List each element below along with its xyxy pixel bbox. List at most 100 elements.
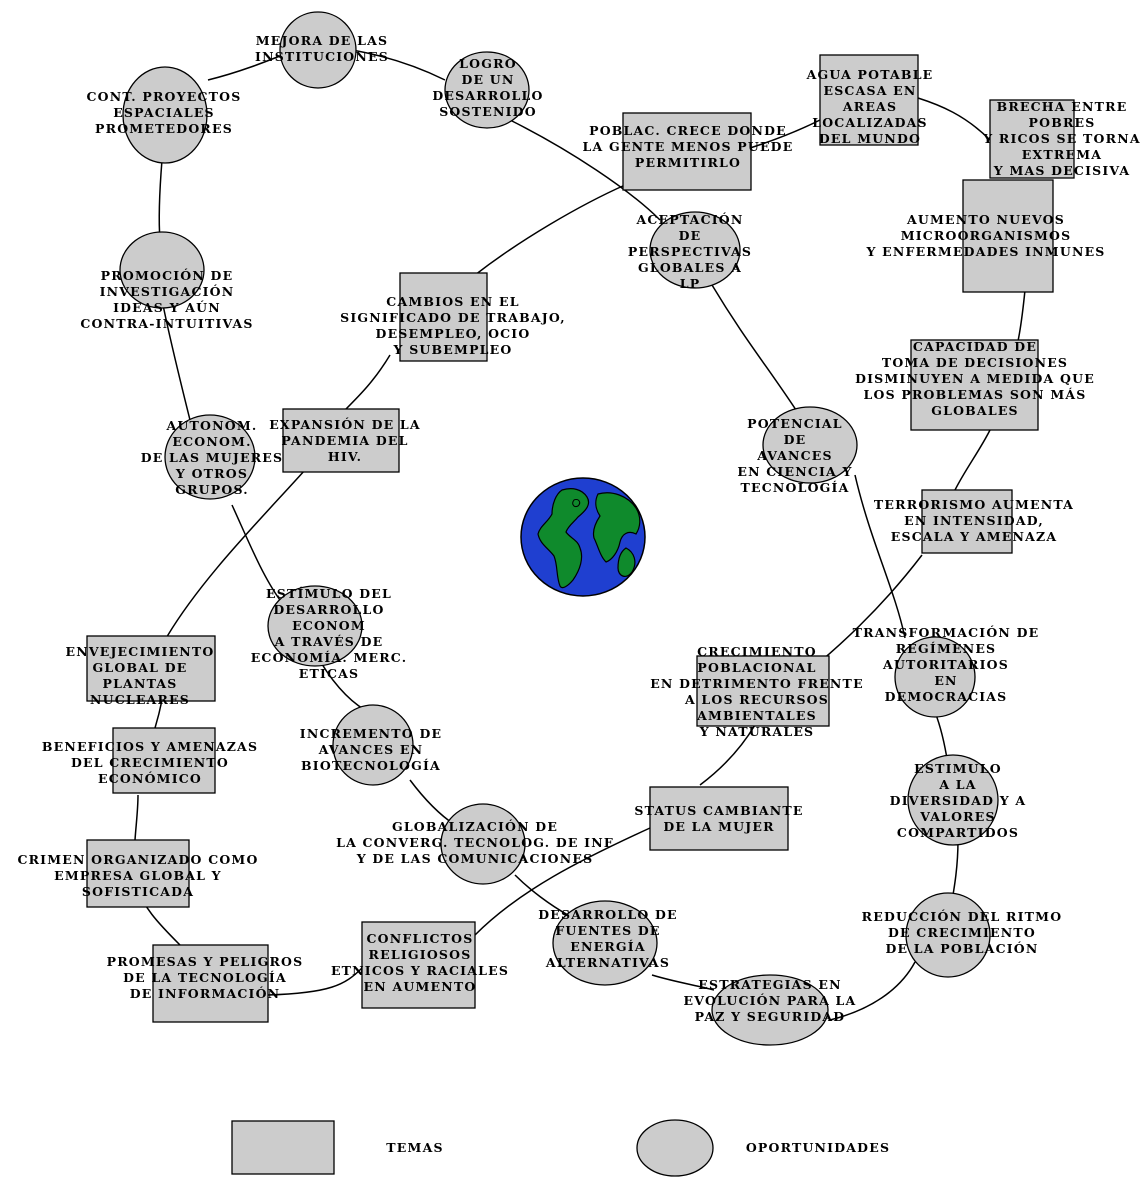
connector	[749, 119, 821, 149]
connector	[711, 284, 799, 414]
node-label-line: GRUPOS.	[175, 482, 249, 497]
node-label-line: AMBIENTALES	[696, 708, 817, 723]
node-label-line: DE LA MUJER	[663, 819, 774, 834]
node-label-line: ECONOM.	[172, 434, 251, 449]
node-label-line: A TRAVÉS DE	[274, 634, 384, 649]
node-label-line: DE	[784, 432, 807, 447]
node-label-line: GLOBALIZACIÓN DE	[392, 818, 558, 834]
node-label-line: FUENTES DE	[555, 923, 660, 938]
node-label-line: AREAS	[842, 99, 897, 114]
node-label-line: NUCLEARES	[90, 692, 190, 707]
node-label-line: DESARROLLO	[432, 88, 543, 103]
node-label-line: PROMETEDORES	[95, 121, 233, 136]
node-label-line: LP	[680, 276, 701, 291]
node-label-line: DE CRECIMIENTO	[888, 925, 1036, 940]
box-cambios	[399, 272, 488, 362]
connector	[161, 299, 191, 421]
legend-temas-label: TEMAS	[386, 1140, 443, 1155]
box-poblac	[622, 112, 752, 191]
node-label-line: PROMESAS Y PELIGROS	[107, 954, 304, 969]
node-label-line: BENEFICIOS Y AMENAZAS	[42, 739, 258, 754]
node-label-line: TECNOLOGÍA	[741, 480, 850, 495]
node-label-line: ETICAS	[299, 666, 360, 681]
node-label-line: DESARROLLO	[273, 602, 384, 617]
node-label-line: INVESTIGACIÓN	[100, 283, 235, 299]
box-expansion	[282, 408, 400, 473]
node-label-line: CAMBIOS EN EL	[386, 294, 519, 309]
connector	[158, 159, 163, 241]
connector	[231, 504, 281, 601]
oval-globalizacion	[440, 803, 526, 885]
node-label-line: TERRORISMO AUMENTA	[874, 497, 1074, 512]
connector	[509, 119, 661, 221]
node-label-line: POTENCIAL	[747, 416, 843, 431]
node-label-line: EXTREMA	[1022, 147, 1102, 162]
node-label-line: Y MAS DECISIVA	[993, 163, 1130, 178]
node-label-line: Y DE LAS COMUNICACIONES	[356, 851, 594, 866]
box-aumento	[962, 179, 1054, 293]
node-label-line: SOSTENIDO	[439, 104, 537, 119]
node-label-line: COMPARTIDOS	[897, 825, 1019, 840]
oval-autonom	[164, 414, 256, 500]
node-label-line: GLOBALES	[931, 403, 1019, 418]
node-label-line: REDUCCIÓN DEL RITMO	[862, 908, 1063, 924]
node-label-line: Y OTROS	[175, 466, 248, 481]
oval-mejora	[279, 11, 357, 89]
connector	[651, 974, 715, 991]
node-label-line: PANDEMIA DEL	[281, 433, 408, 448]
node-label-line: ACEPTACIÓN	[635, 211, 743, 227]
node-label-line: LA GENTE MENOS PUEDE	[583, 139, 794, 154]
node-label-line: ENERGÍA	[570, 939, 646, 954]
node-label-line: EXPANSIÓN DE LA	[269, 416, 421, 432]
node-label-line: INSTITUCIONES	[255, 49, 389, 64]
node-label-line: RELIGIOSOS	[369, 947, 472, 962]
node-label-line: AVANCES	[756, 448, 833, 463]
node-label-line: VALORES	[919, 809, 995, 824]
node-label-line: POBLACIONAL	[697, 660, 816, 675]
node-label-line: DESARROLLO DE	[538, 907, 678, 922]
connector	[474, 827, 651, 936]
box-status	[649, 786, 789, 851]
oval-potencial	[762, 406, 858, 484]
node-label-line: SOFISTICADA	[82, 884, 194, 899]
oval-desarrollo-fuentes	[552, 900, 658, 986]
node-label-line: LOS PROBLEMAS SON MÁS	[864, 387, 1087, 402]
node-label-line: LOGRO	[459, 56, 517, 71]
connector	[154, 699, 163, 729]
node-label-line: TOMA DE DECISIONES	[882, 355, 1068, 370]
node-label-line: DE LAS MUJERES	[141, 450, 284, 465]
node-label-line: STATUS CAMBIANTE	[634, 803, 803, 818]
node-label-line: Y ENFERMEDADES INMUNES	[865, 244, 1105, 259]
box-envejecimiento	[86, 635, 216, 702]
node-label-line: EN INTENSIDAD,	[904, 513, 1044, 528]
node-label-line: MICROORGANISMOS	[901, 228, 1072, 243]
oval-estimulo-div	[907, 754, 999, 846]
node-label-line: ESCALA Y AMENAZA	[891, 529, 1058, 544]
connector	[134, 794, 139, 841]
node-label-line: CONTRA-INTUITIVAS	[80, 316, 253, 331]
oval-logro	[444, 51, 530, 129]
node-label-line: DE	[679, 228, 702, 243]
node-label-line: INCREMENTO DE	[300, 726, 442, 741]
node-label-line: POBRES	[1029, 115, 1096, 130]
connector	[344, 354, 391, 411]
node-label-line: AUTORITARIOS	[882, 657, 1009, 672]
node-label-line: DE LA TECNOLOGÍA	[123, 970, 287, 985]
oval-aceptacion	[649, 211, 741, 289]
node-label-line: MEJORA DE LAS	[256, 33, 388, 48]
box-crimen	[86, 839, 190, 908]
